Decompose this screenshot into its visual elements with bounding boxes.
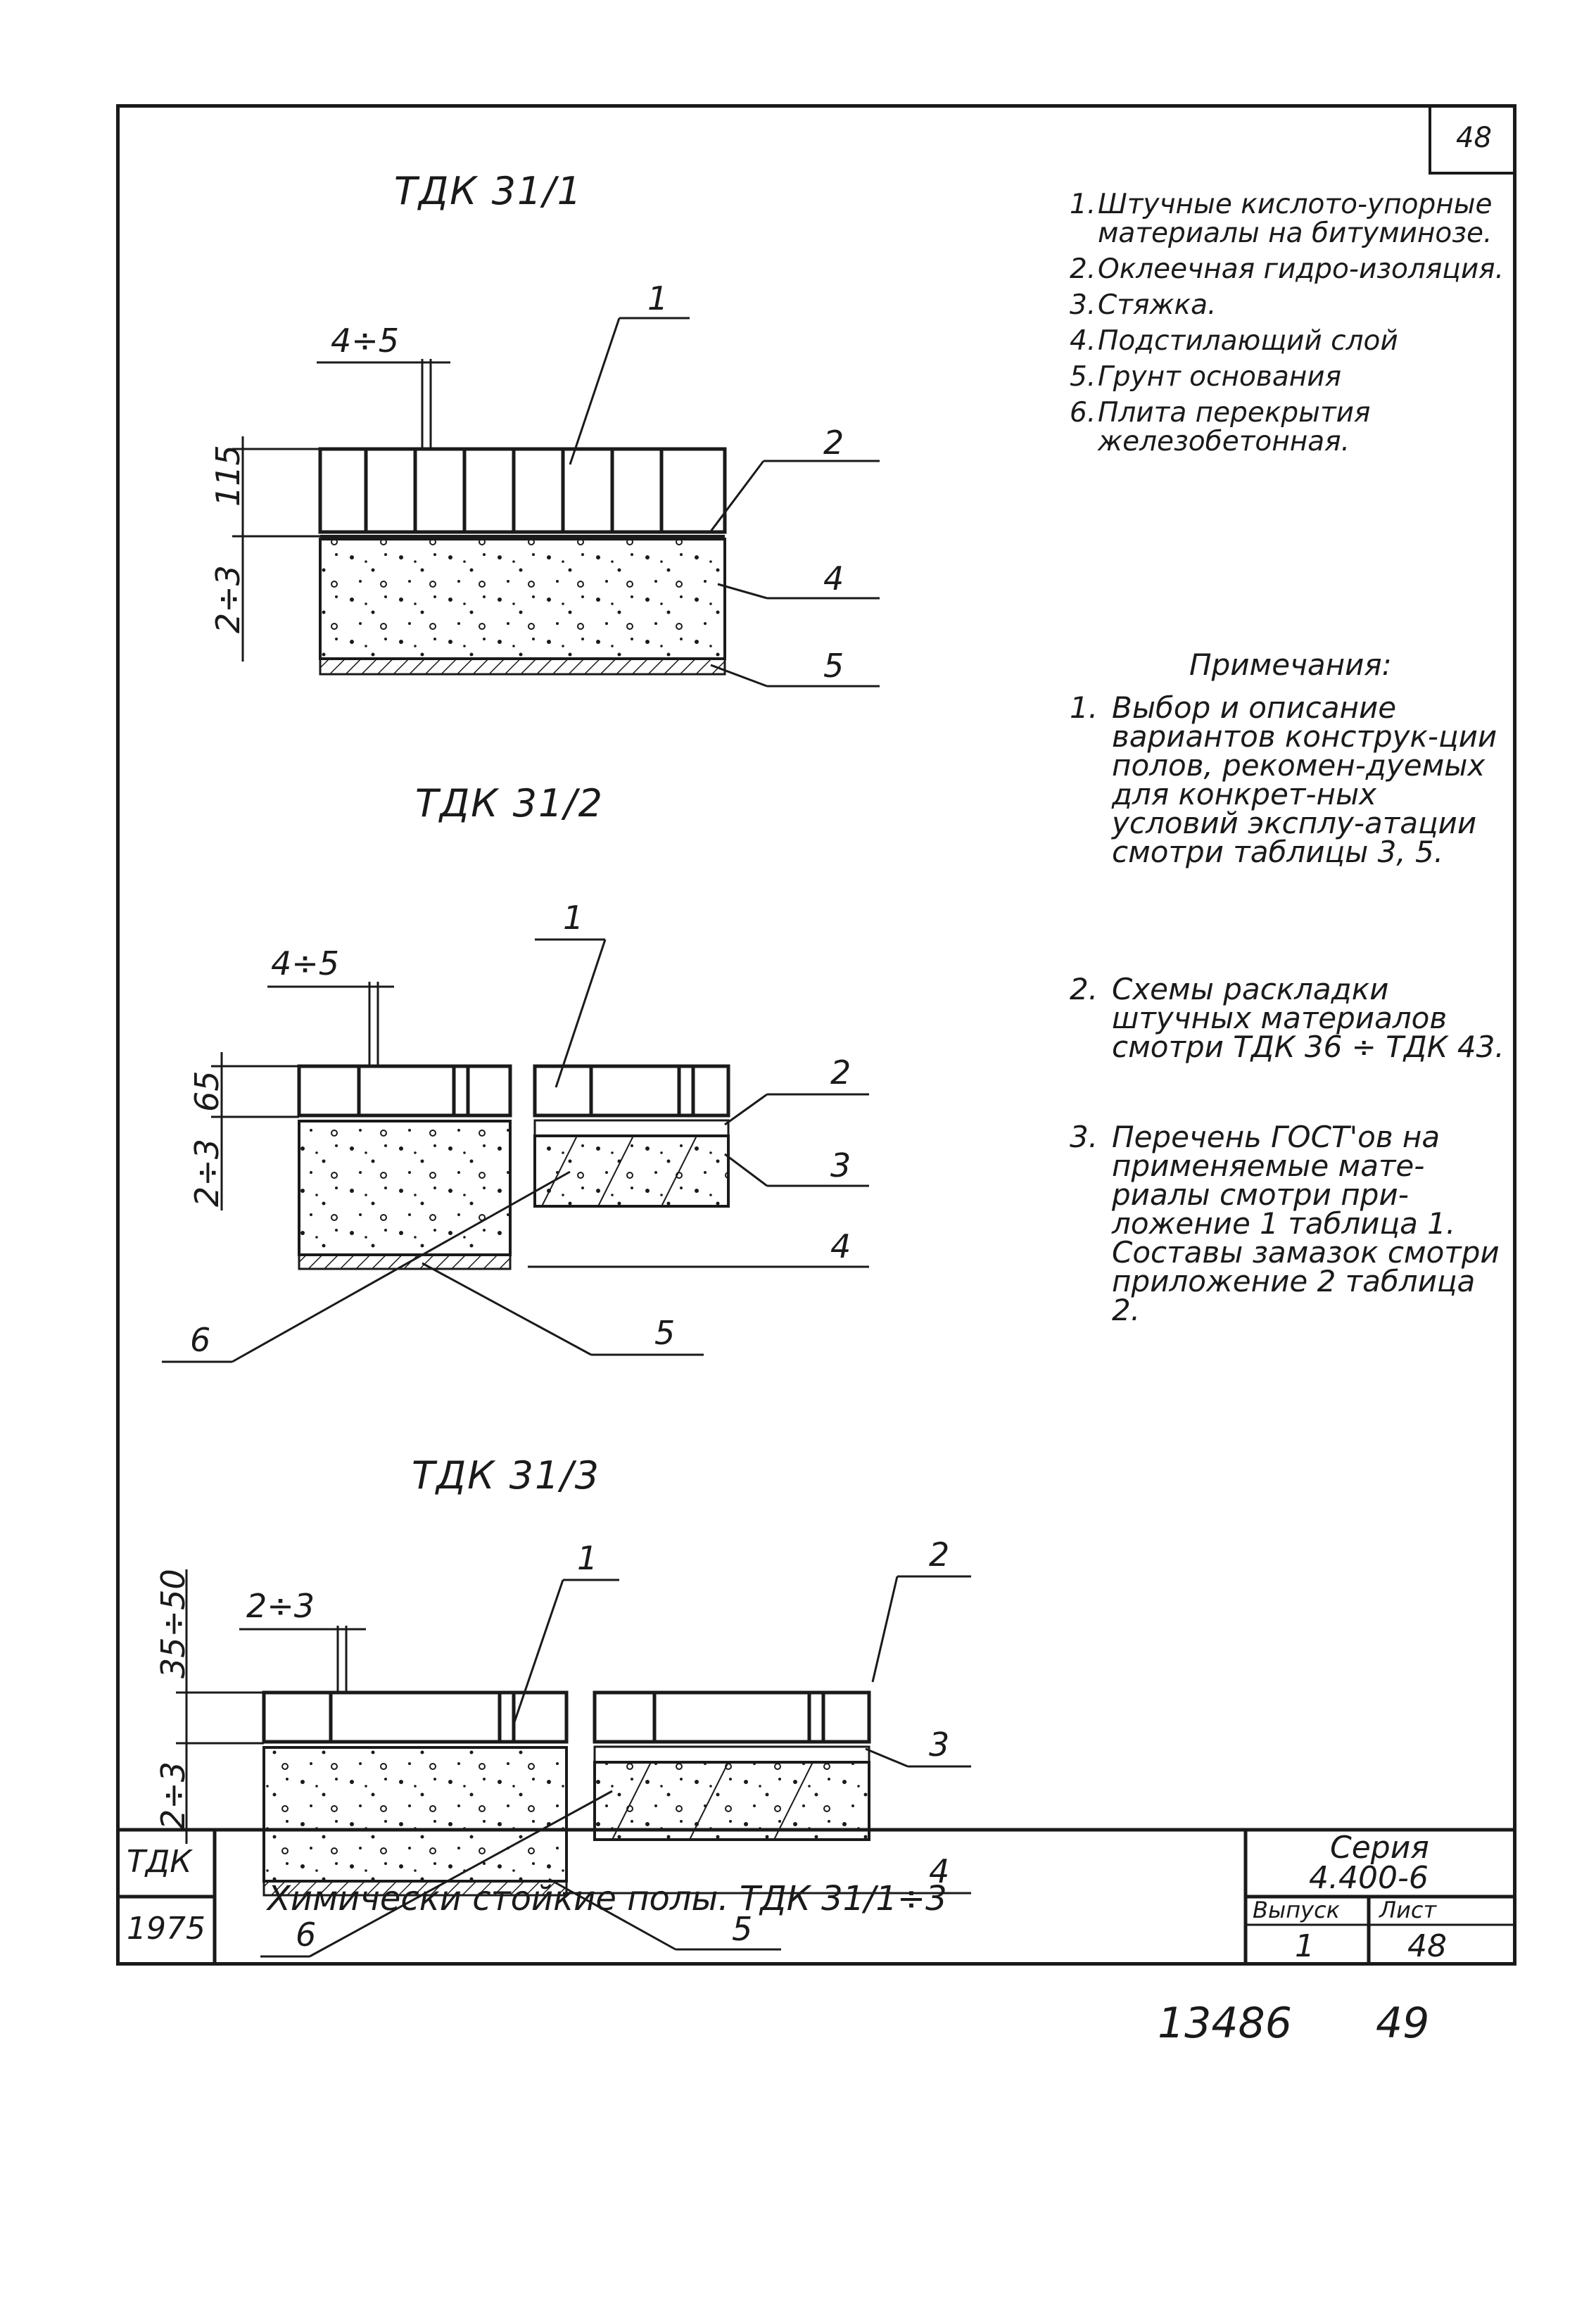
title-block-year: 1975 [127, 1911, 205, 1947]
detail-1-tiles [318, 447, 727, 534]
detail-1-label-5: 5 [823, 647, 844, 685]
note-1: 1.Выбор и описание вариантов конструк-ци… [1070, 690, 1497, 869]
legend-item: 5.Грунт основания [1070, 361, 1342, 393]
legend-text: Грунт основания [1098, 361, 1342, 393]
detail-1-drawing [232, 317, 880, 688]
detail-3-thickness-dim: 35÷50 [154, 1569, 192, 1678]
detail-3-label-1: 1 [577, 1539, 597, 1577]
legend-text: Плита перекрытия железобетонная. [1098, 397, 1371, 457]
legend-item: 1.Штучные кислото-упорные материалы на б… [1070, 189, 1493, 249]
detail-2-label-1: 1 [563, 899, 583, 937]
title-block-sheet-value: 48 [1407, 1928, 1447, 1964]
legend-text: Стяжка. [1098, 289, 1217, 321]
drawing-frame [116, 104, 1516, 1966]
detail-3-label-4: 4 [929, 1852, 949, 1890]
detail-3-underlayer-left [262, 1746, 568, 1883]
detail-1-ground [319, 657, 726, 676]
detail-3-slab [593, 1761, 870, 1841]
detail-1-label-4: 4 [823, 559, 844, 597]
legend-text: Подстилающий слой [1098, 325, 1398, 357]
detail-2-underlayer-left [298, 1120, 512, 1256]
footer-page: 49 [1376, 1999, 1430, 2048]
legend-list: 1.Штучные кислото-упорные материалы на б… [1070, 190, 1506, 463]
note-text: Схемы раскладки штучных материалов смотр… [1112, 972, 1505, 1064]
detail-2-bed-dim: 2÷3 [188, 1139, 226, 1207]
detail-2-tiles-left [297, 1064, 512, 1118]
title-block-lines [116, 1828, 1516, 1966]
detail-2-ground [298, 1253, 512, 1270]
detail-2-slab [533, 1134, 730, 1208]
detail-2-label-6: 6 [190, 1321, 210, 1359]
detail-2-thickness-dim: 65 [188, 1070, 226, 1112]
detail-2-label-2: 2 [830, 1054, 851, 1092]
title-block-title: Химически стойкие полы. ТДК 31/1÷3 [267, 1879, 947, 1918]
legend-text: Штучные кислото-упорные материалы на бит… [1098, 189, 1493, 249]
detail-2-drawing [162, 938, 869, 1363]
detail-2-screed [533, 1119, 730, 1137]
title-block-issue-value: 1 [1295, 1928, 1315, 1964]
legend-text: Оклеечная гидро-изоляция. [1098, 253, 1505, 285]
detail-3-label-2: 2 [929, 1536, 949, 1574]
detail-3-tiles-right [593, 1690, 871, 1744]
title-block-sheet-label: Лист [1379, 1897, 1437, 1923]
title-block-series-label: Серия [1330, 1830, 1429, 1866]
footer-code: 13486 [1158, 1999, 1292, 2048]
detail-2-joint-dim: 4÷5 [271, 944, 339, 982]
note-text: Выбор и описание вариантов конструк-ции … [1112, 690, 1497, 869]
detail-title-3: ТДК 31/3 [412, 1453, 600, 1498]
detail-3-label-3: 3 [929, 1726, 949, 1764]
title-block-issue-label: Выпуск [1253, 1897, 1340, 1923]
note-3: 3.Перечень ГОСТ'ов на применяемые мате-р… [1070, 1120, 1500, 1327]
legend-item: 3.Стяжка. [1070, 289, 1217, 321]
legend-item: 6.Плита перекрытия железобетонная. [1070, 397, 1371, 457]
title-block-series-value: 4.400-6 [1309, 1860, 1429, 1896]
note-text: Перечень ГОСТ'ов на применяемые мате-риа… [1112, 1120, 1500, 1327]
detail-2-label-3: 3 [830, 1146, 851, 1184]
detail-title-2: ТДК 31/2 [415, 781, 604, 826]
detail-3-joint-dim: 2÷3 [246, 1587, 315, 1625]
note-2: 2.Схемы раскладки штучных материалов смо… [1070, 972, 1505, 1064]
detail-3-screed [593, 1745, 870, 1764]
detail-3-drawing [176, 1569, 971, 1958]
detail-3-tiles-left [262, 1690, 569, 1744]
detail-title-1: ТДК 31/1 [394, 169, 583, 213]
sheet-number: 48 [1456, 122, 1492, 154]
detail-1-label-2: 2 [823, 424, 844, 462]
detail-1-thickness-dim: 115 [209, 445, 247, 507]
detail-1-underlayer [319, 538, 726, 660]
detail-3-label-6: 6 [296, 1916, 316, 1954]
detail-1-joint-dim: 4÷5 [331, 322, 399, 360]
detail-2-label-5: 5 [654, 1314, 675, 1352]
legend-item: 2.Оклеечная гидро-изоляция. [1070, 253, 1505, 285]
legend-item: 4.Подстилающий слой [1070, 325, 1398, 357]
sheet-number-box: 48 [1429, 104, 1516, 175]
detail-3-label-5: 5 [732, 1910, 752, 1948]
detail-2-label-4: 4 [830, 1227, 851, 1265]
detail-1-bed-dim: 2÷3 [209, 565, 247, 633]
detail-2-tiles-right [533, 1064, 730, 1118]
detail-1-label-1: 1 [647, 279, 668, 317]
notes-title: Примечания: [1189, 647, 1392, 682]
detail-3-bed-dim: 2÷3 [154, 1762, 192, 1830]
title-block-org: ТДК [127, 1844, 192, 1880]
